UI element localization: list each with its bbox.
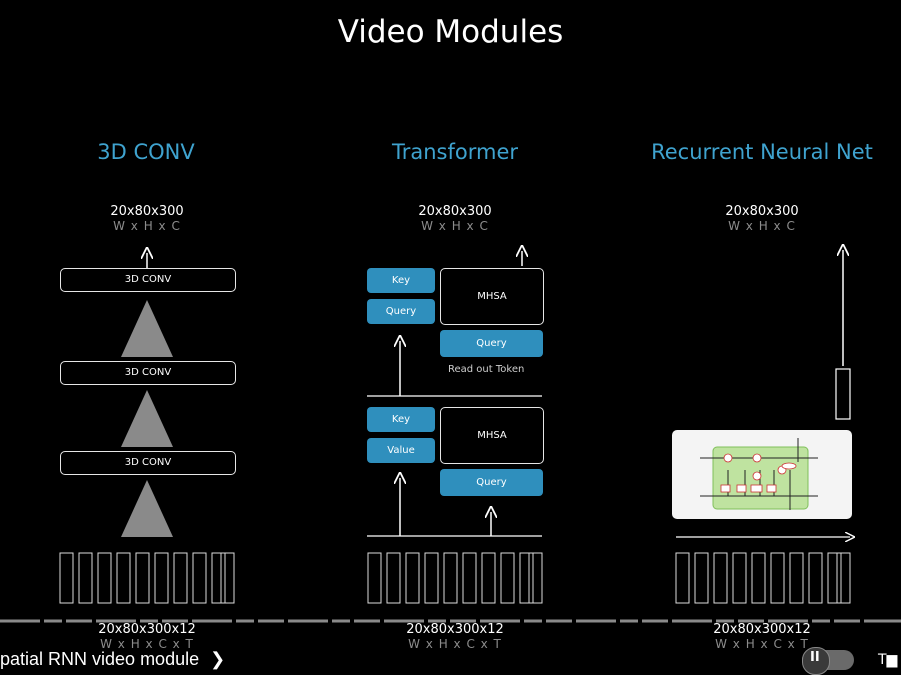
transformer-readout-query: Query bbox=[440, 330, 543, 357]
transformer-upper-query: Query bbox=[367, 299, 435, 324]
transformer-frame-stack bbox=[367, 552, 543, 604]
transformer-lower-value: Value bbox=[367, 438, 435, 463]
transformer-input-dims-legend: W x H x C x T bbox=[408, 637, 502, 651]
transformer-lower-key: Key bbox=[367, 407, 435, 432]
transformer-upper-key: Key bbox=[367, 268, 435, 293]
conv-block-bottom: 3D CONV bbox=[60, 451, 236, 475]
conv-triangle-2 bbox=[121, 390, 173, 447]
transformer-lower-mhsa: MHSA bbox=[440, 407, 544, 464]
conv-block-top: 3D CONV bbox=[60, 268, 236, 292]
captions-icon[interactable]: T▆ bbox=[878, 652, 898, 668]
rnn-input-dims: 20x80x300x12 bbox=[713, 622, 811, 637]
chapter-title-button[interactable]: patial RNN video module ❯ bbox=[0, 649, 225, 670]
chapter-title-label: patial RNN video module bbox=[0, 649, 200, 669]
conv-output-dims: 20x80x300 bbox=[110, 204, 184, 219]
column-title-3d-conv: 3D CONV bbox=[97, 140, 195, 164]
conv-output-dims-legend: W x H x C bbox=[113, 219, 181, 233]
column-title-rnn: Recurrent Neural Net bbox=[651, 140, 873, 164]
rnn-output-dims-legend: W x H x C bbox=[728, 219, 796, 233]
rnn-output-dims: 20x80x300 bbox=[725, 204, 799, 219]
slide-title: Video Modules bbox=[337, 14, 564, 50]
conv-frame-stack bbox=[59, 552, 235, 604]
column-title-transformer: Transformer bbox=[391, 140, 518, 164]
conv-block-middle: 3D CONV bbox=[60, 361, 236, 385]
pause-icon: II bbox=[810, 650, 820, 665]
transformer-output-dims-legend: W x H x C bbox=[421, 219, 489, 233]
readout-token-label: Read out Token bbox=[448, 364, 525, 375]
conv-triangle-1 bbox=[121, 300, 173, 357]
conv-input-dims: 20x80x300x12 bbox=[98, 622, 196, 637]
rnn-cell-diagram bbox=[672, 430, 852, 519]
rnn-input-dims-legend: W x H x C x T bbox=[715, 637, 809, 651]
transformer-input-dims: 20x80x300x12 bbox=[406, 622, 504, 637]
transformer-output-dims: 20x80x300 bbox=[418, 204, 492, 219]
transformer-lower-token-query: Query bbox=[440, 469, 543, 496]
chevron-right-icon: ❯ bbox=[210, 649, 226, 669]
rnn-hidden-state bbox=[835, 368, 851, 420]
autoplay-toggle-knob[interactable] bbox=[802, 647, 830, 675]
transformer-upper-mhsa: MHSA bbox=[440, 268, 544, 325]
conv-triangle-3 bbox=[121, 480, 173, 537]
rnn-frame-stack bbox=[675, 552, 851, 604]
conv-input-dims-legend: W x H x C x T bbox=[100, 637, 194, 651]
